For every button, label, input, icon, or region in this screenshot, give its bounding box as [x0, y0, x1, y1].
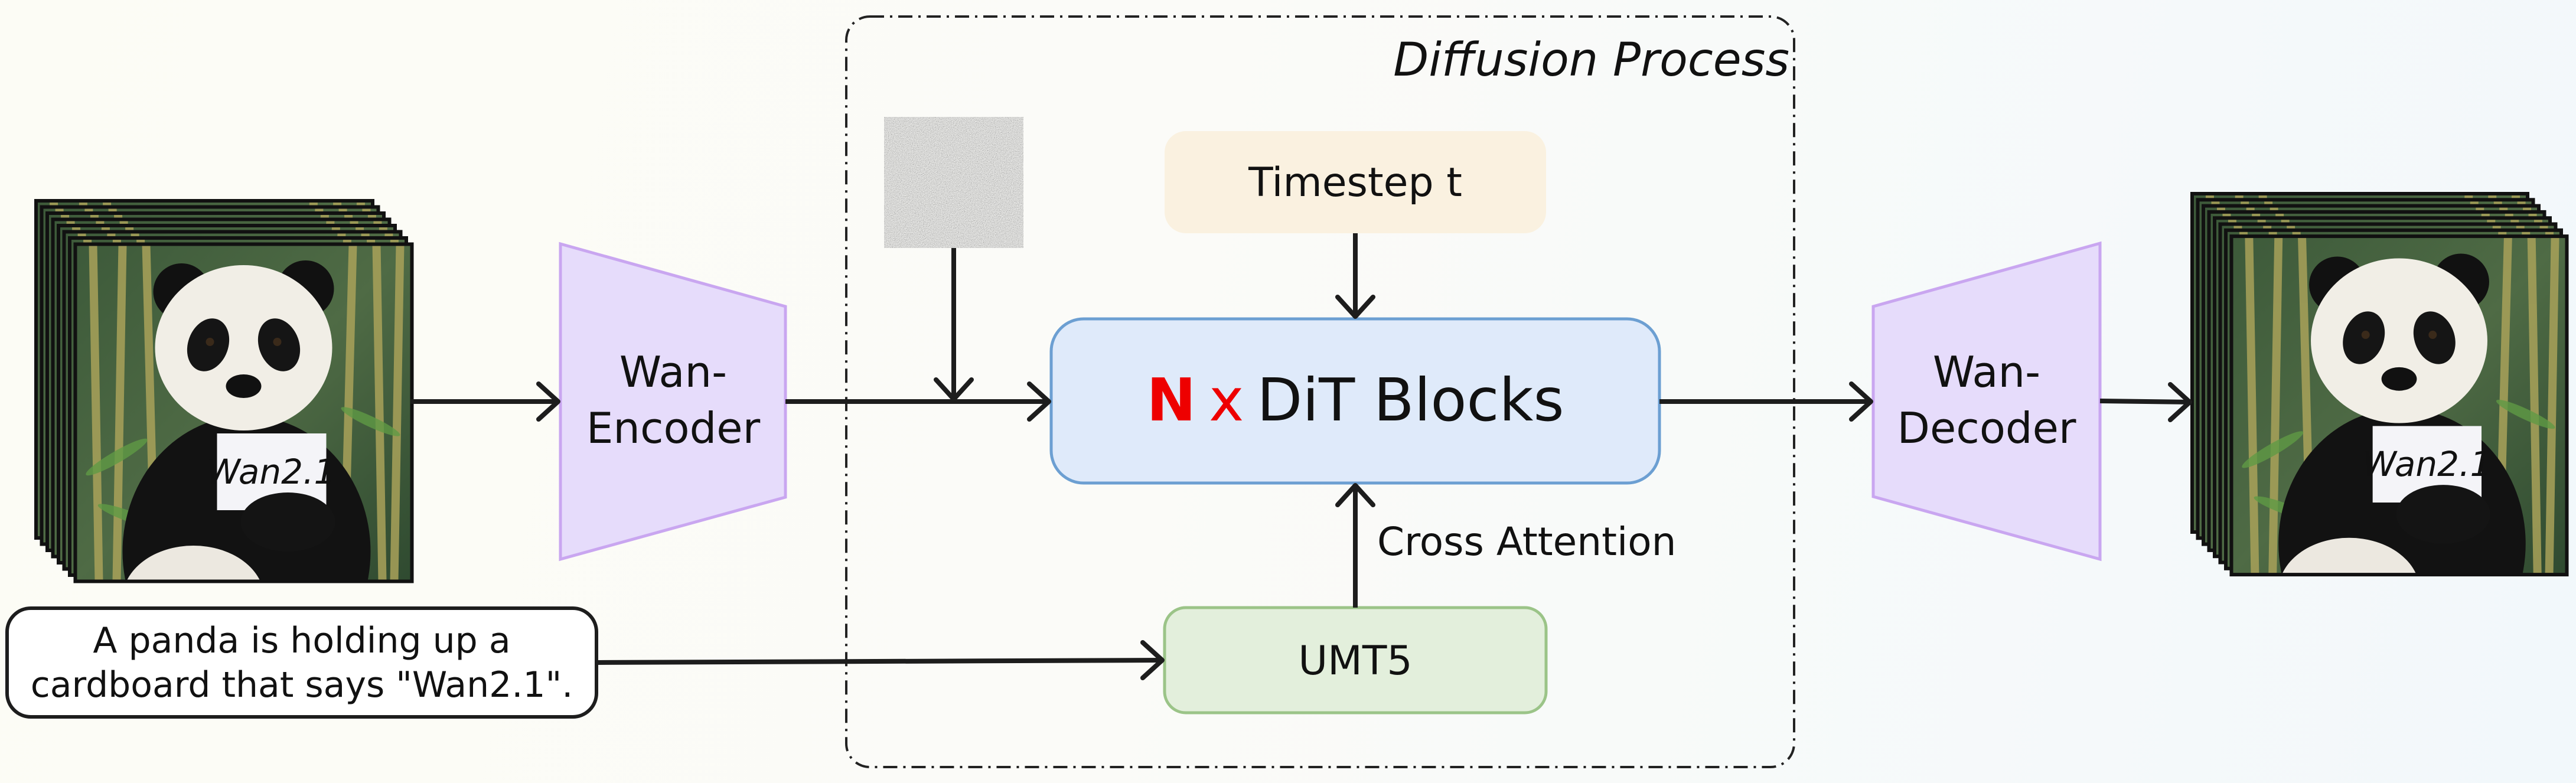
dit-blocks-label: DiT Blocks [1257, 366, 1564, 435]
cross-attention-label: Cross Attention [1377, 519, 1677, 565]
encoder-label-1: Wan- [619, 347, 727, 397]
input-sign-text: Wan2.1 [207, 452, 336, 492]
umt5-label: UMT5 [1298, 638, 1412, 684]
wan-encoder: Wan- Encoder [559, 242, 787, 562]
arrow-prompt-to-umt5 [596, 658, 1163, 665]
prompt-line-1: A panda is holding up a [93, 620, 510, 661]
diffusion-process-group: Diffusion Process [845, 15, 1795, 768]
video-frame-border [2229, 234, 2569, 577]
text-prompt-box: A panda is holding up a cardboard that s… [5, 606, 598, 719]
arrows [410, 233, 2192, 680]
decoder-label-1: Wan- [1933, 347, 2040, 397]
encoder-label-2: Encoder [586, 403, 761, 453]
timestep-label: Timestep t [1248, 159, 1462, 206]
wan-decoder: Wan- Decoder [1871, 241, 2102, 562]
noise-latent [884, 117, 1023, 248]
timestep-box: Timestep t [1165, 131, 1546, 233]
input-video-frames: Wan2.1 [34, 199, 414, 583]
dit-n-label: N [1146, 366, 1196, 435]
dit-x-label: x [1209, 366, 1244, 435]
video-frame-border [73, 242, 414, 583]
output-video-frames: Wan2.1 [2190, 192, 2569, 577]
diffusion-process-label: Diffusion Process [1393, 34, 1789, 87]
prompt-line-2: cardboard that says "Wan2.1". [31, 664, 573, 706]
umt5-box: UMT5 [1163, 606, 1548, 715]
decoder-label-2: Decoder [1897, 403, 2076, 453]
output-sign-text: Wan2.1 [2363, 444, 2492, 484]
arrow-decoder-to-video [2099, 399, 2190, 404]
